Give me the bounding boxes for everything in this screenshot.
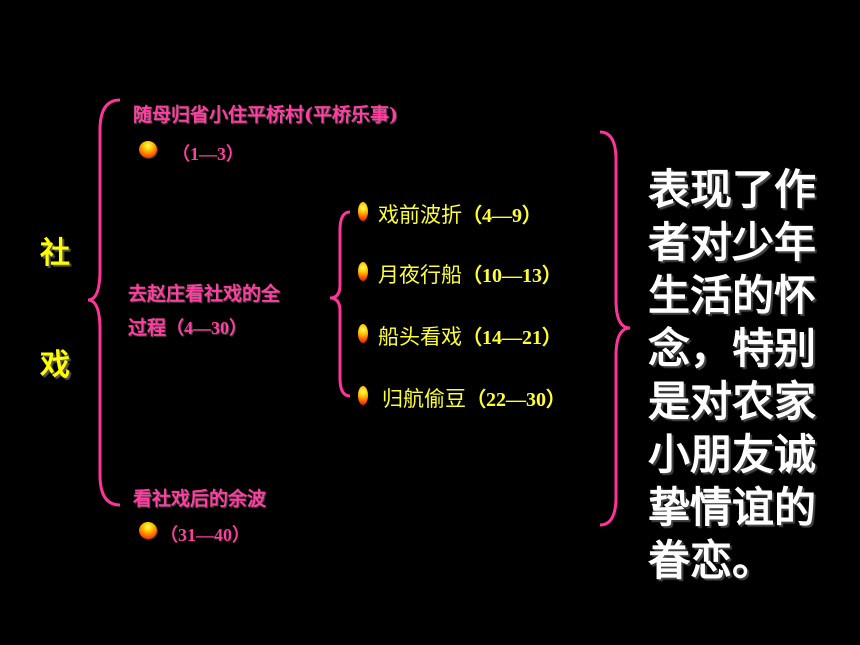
summary-line: 小朋友诚 <box>648 430 817 479</box>
title-char-she: 社 <box>40 236 70 271</box>
section2-label-line2: 过程（4—30） <box>128 317 248 339</box>
section2-range: （4—30） <box>166 318 248 338</box>
section1-bullet-icon <box>139 141 157 158</box>
summary-line: 表现了作 <box>648 165 817 214</box>
sub-item-1: 戏前波折（4—9） <box>378 203 542 227</box>
left-main-brace <box>87 98 121 507</box>
sub-item-1-bullet-icon <box>358 202 368 221</box>
summary-line: 念，特别 <box>648 324 817 373</box>
section2-label-line1: 去赵庄看社戏的全 <box>128 283 281 305</box>
summary-line: 眷恋。 <box>648 536 775 585</box>
summary-line: 是对农家 <box>648 377 817 426</box>
sub-item-4: 归航偷豆（22—30） <box>382 387 566 411</box>
section3-bullet-icon <box>139 522 157 539</box>
section1-range: （1—3） <box>172 144 244 164</box>
summary-line: 生活的怀 <box>648 271 817 320</box>
right-summary-brace <box>599 130 631 527</box>
middle-brace <box>329 210 351 398</box>
title-char-xi: 戏 <box>40 348 70 383</box>
sub-item-3-bullet-icon <box>358 324 368 343</box>
summary-line: 挚情谊的 <box>648 483 817 532</box>
sub-item-2: 月夜行船（10—13） <box>378 263 562 287</box>
section3-range: （31—40） <box>160 525 250 545</box>
summary-line: 者对少年 <box>648 218 817 267</box>
sub-item-4-bullet-icon <box>358 386 368 405</box>
section3-label: 看社戏后的余波 <box>133 488 267 510</box>
summary-text: 表现了作 者对少年 生活的怀 念，特别 是对农家 小朋友诚 挚情谊的 眷恋。 <box>648 163 816 587</box>
sub-item-2-bullet-icon <box>358 262 368 281</box>
section1-label: 随母归省小住平桥村(平桥乐事) <box>133 104 398 126</box>
sub-item-3: 船头看戏（14—21） <box>378 325 562 349</box>
